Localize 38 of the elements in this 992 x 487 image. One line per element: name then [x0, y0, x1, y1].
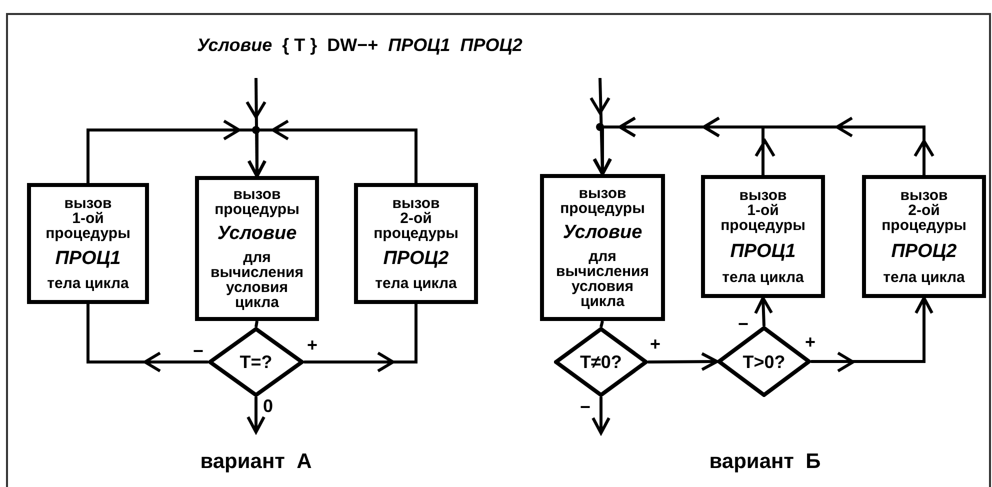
box-text: для вычисления условия цикла	[210, 250, 304, 310]
process-box	[27, 183, 149, 304]
box-text: тела цикла	[47, 276, 129, 292]
procedure-name: ПРОЦ2	[891, 240, 957, 262]
box-text: тела цикла	[722, 270, 804, 285]
condition-text: T>0?	[742, 352, 786, 372]
process-box	[540, 174, 665, 321]
flow-arrow	[592, 397, 610, 434]
box-text: вызов 2-ой процедуры	[374, 196, 458, 241]
flow-arrow	[754, 296, 774, 326]
box-text: тела цикла	[883, 270, 965, 285]
condition-text: T≠0?	[580, 352, 622, 372]
process-box	[862, 175, 986, 298]
box-text: вызов 1-ой процедуры	[720, 188, 806, 234]
box-text: вызов процедуры	[214, 187, 300, 218]
procedure-name: Условие	[562, 222, 642, 244]
flow-arrow	[593, 116, 934, 176]
box-text: для вычисления условия цикла	[556, 249, 649, 310]
edge-label: 0	[263, 397, 274, 415]
process-box	[195, 176, 319, 321]
flow-arrow	[246, 397, 266, 434]
variant-caption: вариант А	[200, 450, 312, 474]
variant-caption: вариант Б	[709, 450, 821, 474]
flow-arrow	[248, 120, 418, 183]
procedure-name: ПРОЦ2	[383, 248, 449, 270]
box-text: тела цикла	[375, 276, 457, 292]
box-text: вызов 1-ой процедуры	[46, 196, 130, 241]
box-text: вызов процедуры	[560, 186, 645, 216]
title: Условие { T } DW−+ ПРОЦ1 ПРОЦ2	[197, 35, 522, 56]
procedure-name: Условие	[217, 222, 297, 244]
condition-text: T=?	[240, 352, 272, 372]
procedure-name: ПРОЦ1	[55, 248, 121, 270]
flow-arrow	[648, 352, 718, 372]
process-box	[701, 175, 825, 298]
process-box	[354, 183, 478, 304]
box-text: вызов 2-ой процедуры	[882, 188, 966, 234]
flow-arrow	[811, 296, 934, 372]
procedure-name: ПРОЦ1	[730, 240, 796, 262]
